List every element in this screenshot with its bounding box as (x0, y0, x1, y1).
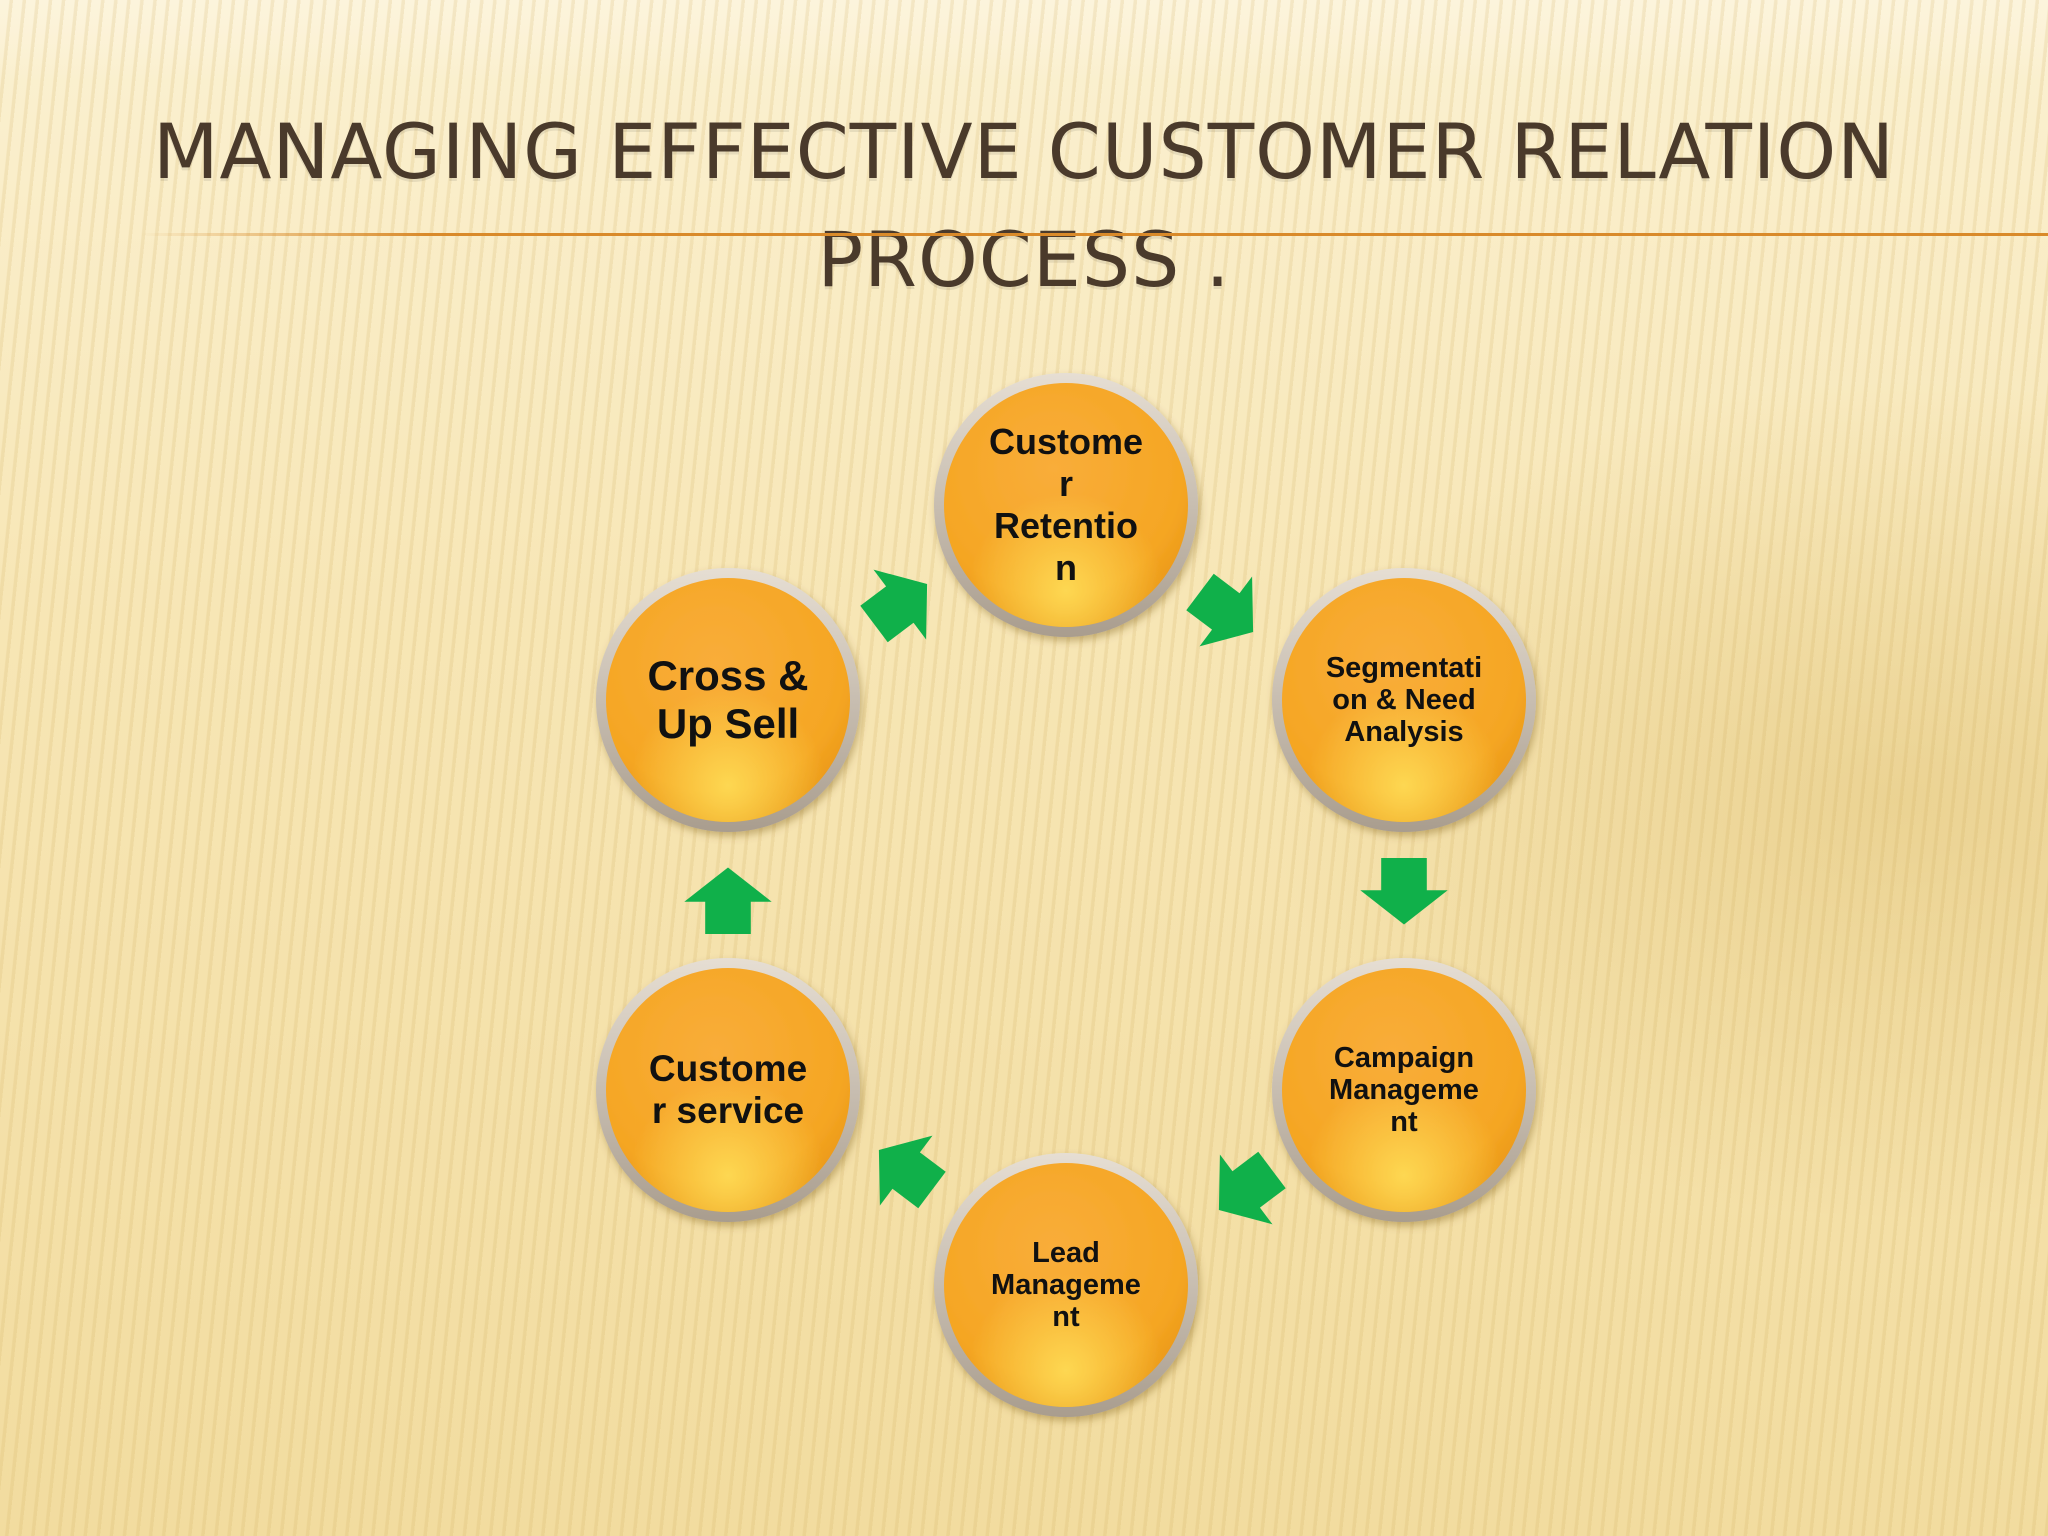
slide-title-line2: PROCESS . (817, 215, 1231, 304)
green-block-arrow-icon (1360, 858, 1448, 925)
slide-title-line1: MANAGING EFFECTIVE CUSTOMER RELATION (152, 107, 1896, 196)
node-label-cross-up-sell: Cross & Up Sell (647, 652, 809, 747)
green-block-arrow-icon (847, 549, 954, 659)
green-block-arrow-icon (1192, 1135, 1299, 1245)
green-block-arrow-icon (852, 1115, 959, 1225)
green-block-arrow-icon (684, 867, 772, 934)
node-customer-retention (934, 373, 1198, 637)
node-label-segmentation: Segmentati on & Need Analysis (1325, 652, 1483, 748)
green-block-arrow-icon (1173, 557, 1280, 667)
node-customer-service (596, 958, 860, 1222)
slide-title: MANAGING EFFECTIVE CUSTOMER RELATION PRO… (0, 98, 2048, 314)
node-cross-up-sell (596, 568, 860, 832)
node-lead-management (934, 1153, 1198, 1417)
header-band (0, 0, 2048, 80)
node-label-lead-management: Lead Manageme nt (991, 1237, 1141, 1333)
title-rule (140, 233, 2048, 236)
node-campaign-management (1272, 958, 1536, 1222)
node-label-customer-retention: Custome r Retentio n (988, 421, 1144, 588)
node-label-customer-service: Custome r service (648, 1048, 808, 1131)
node-segmentation (1272, 568, 1536, 832)
node-label-campaign-management: Campaign Manageme nt (1329, 1042, 1479, 1138)
